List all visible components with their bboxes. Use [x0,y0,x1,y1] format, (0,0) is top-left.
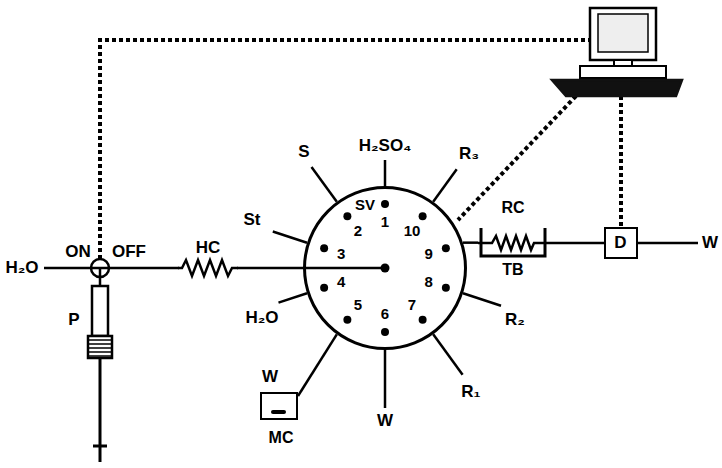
computer-case [580,66,666,78]
node-label: P [68,311,79,330]
syringe-plunger [88,336,112,358]
mixing-chamber: MC [260,392,298,420]
port-dot [419,316,427,324]
part-label: ON [65,243,91,262]
port-dot [343,316,351,324]
port-number: 7 [408,297,416,314]
node-label: RC [501,199,524,217]
part-label: OFF [112,243,146,262]
port-dot [419,212,427,220]
port-number: 9 [425,246,433,263]
plunger-rib [88,351,112,353]
port-line [384,350,387,408]
port-dot [381,328,389,336]
computer-keyboard [552,80,682,96]
coil-patch [179,257,237,279]
selection-valve: SV 1 23 45 6 78 910 [303,186,467,350]
part-label: H₂O [245,309,278,328]
node-label: MC [269,429,294,447]
part-label: H₂SO₄ [359,137,412,156]
part-label: R₃ [459,145,479,164]
syringe-barrel [92,286,108,336]
port-number: 10 [404,223,421,240]
thermostat-bath: RC TB [478,198,548,280]
node-label: SV [355,197,375,214]
part-label: W [262,368,278,387]
part-label: W [702,234,718,253]
valve-path [99,268,102,277]
syringe-pump: P [64,286,120,464]
detector-box: D [604,227,638,259]
port-line [433,334,462,375]
reaction-coil-symbol [478,236,548,250]
port-number: 8 [425,274,433,291]
holding-coil-symbol [178,260,238,276]
plunger-rib [88,355,112,357]
control-line [458,96,576,220]
port-number: 5 [354,297,362,314]
port-dot [320,244,328,252]
plunger-stop [93,445,107,448]
node-label: D [614,233,626,252]
port-dot [442,244,450,252]
port-dot [381,200,389,208]
part-label: R₂ [505,311,525,330]
waste-line [638,242,698,245]
part-label: R₁ [461,383,480,402]
part-label: H₂O [5,259,38,278]
three-way-valve [91,259,109,277]
port-line [384,160,387,186]
part-label: St [244,211,261,230]
tubing-line [548,242,604,245]
plunger-rib [88,347,112,349]
tubing-line [463,241,478,244]
stirrer-bar [271,410,286,414]
part-label: W [377,412,393,431]
plunger-rib [88,343,112,345]
port-number: 1 [381,214,389,231]
part-label: S [298,143,309,162]
tubing-line [298,334,337,396]
control-line [100,40,590,259]
plunger-rib [88,339,112,341]
computer-monitor [590,8,656,60]
port-dot [343,212,351,220]
port-number: 2 [354,223,362,240]
mixing-chamber-outline [262,394,300,422]
port-number: 6 [381,306,389,323]
selection-valve-outline [303,186,467,350]
port-line [312,167,337,202]
inlet-line [44,267,91,270]
node-label: TB [502,261,523,279]
control-line [619,96,623,227]
port-line [433,169,457,201]
port-number: 4 [337,274,345,291]
port-dot [442,284,450,292]
port-dot [320,284,328,292]
port-line [279,293,308,302]
port-number: 3 [337,246,345,263]
port-line [463,293,501,305]
common-channel [303,267,385,270]
port-line [273,232,307,243]
part-label: HC [196,239,221,258]
port-dot [381,264,390,273]
computer-screen [598,14,648,52]
